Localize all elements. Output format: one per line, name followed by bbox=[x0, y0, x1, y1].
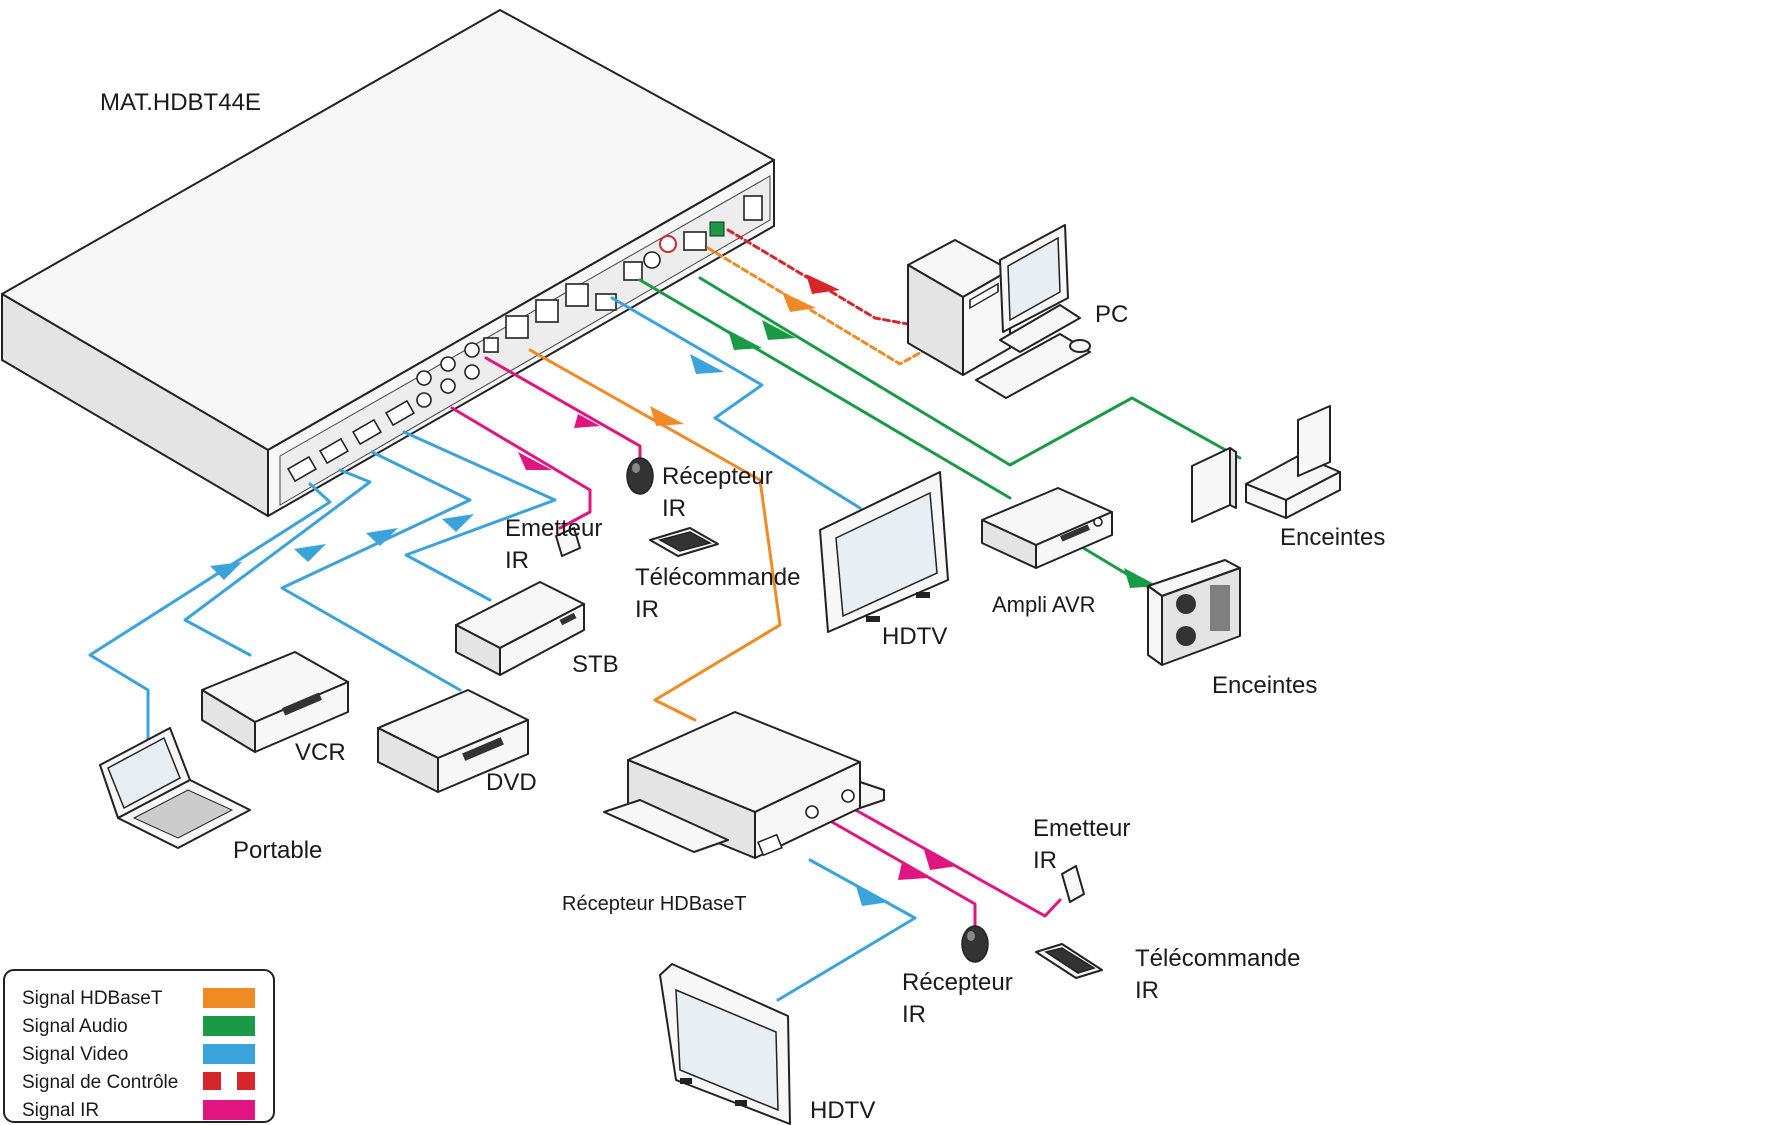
label-recepteur-ir-1: Récepteur bbox=[662, 463, 773, 490]
vcr bbox=[201, 651, 349, 753]
hdtv-2 bbox=[659, 963, 791, 1125]
telecommande-ir-1 bbox=[649, 527, 719, 557]
portable bbox=[99, 727, 251, 849]
wire-video-vcr bbox=[183, 468, 372, 657]
label-emetteur-ir-2-b: IR bbox=[1033, 847, 1057, 874]
wire-ir-emetteur-2 bbox=[850, 806, 1062, 918]
ampli-avr bbox=[981, 487, 1113, 569]
wires bbox=[88, 228, 1242, 1002]
label-telecommande-ir-1: Télécommande bbox=[635, 564, 800, 591]
label-recepteur-ir-1-b: IR bbox=[662, 495, 686, 522]
label-telecommande-ir-2: Télécommande bbox=[1135, 945, 1300, 972]
wire-ir-emetteur-1 bbox=[450, 406, 592, 530]
hdmi-input-ports bbox=[287, 399, 415, 483]
ir-jacks bbox=[416, 337, 499, 408]
wire-audio-enceintes bbox=[698, 276, 1242, 467]
label-recepteur-ir-2: Récepteur bbox=[902, 969, 1013, 996]
legend-label: Signal de Contrôle bbox=[22, 1072, 178, 1093]
label-emetteur-ir-1-b: IR bbox=[505, 547, 529, 574]
wire-video-hdtv-2 bbox=[776, 858, 917, 1002]
recepteur-hdbaset bbox=[603, 711, 885, 859]
enceintes-1 bbox=[1191, 405, 1341, 523]
label-dvd: DVD bbox=[486, 769, 537, 796]
arrow-ir-recepteur-2 bbox=[898, 862, 928, 880]
label-telecommande-ir-1-b: IR bbox=[635, 596, 659, 623]
legend-swatch bbox=[203, 988, 255, 1008]
label-ampli-avr: Ampli AVR bbox=[992, 592, 1096, 617]
label-pc: PC bbox=[1095, 301, 1128, 328]
legend-label: Signal Audio bbox=[22, 1016, 128, 1037]
label-stb: STB bbox=[572, 651, 619, 678]
legend-swatch bbox=[237, 1072, 255, 1090]
wire-audio-ampli bbox=[638, 278, 1012, 500]
ir-recepteur-1 bbox=[626, 457, 654, 495]
arrow-video-dvd bbox=[366, 528, 398, 546]
hdtv-1 bbox=[819, 471, 949, 633]
legend-label: Signal IR bbox=[22, 1100, 99, 1121]
arrow-video-hdtv-1 bbox=[690, 354, 724, 374]
arrow-ir-emetteur-2 bbox=[924, 850, 958, 870]
arrow-audio-ampli-enceintes bbox=[1124, 568, 1158, 588]
label-hdtv-1: HDTV bbox=[882, 623, 947, 650]
legend-swatch bbox=[203, 1100, 255, 1120]
label-enceintes-2: Enceintes bbox=[1212, 672, 1317, 699]
legend-swatch bbox=[203, 1072, 221, 1090]
label-enceintes-1: Enceintes bbox=[1280, 524, 1385, 551]
arrow-hdbaset bbox=[650, 406, 684, 426]
enceintes-2 bbox=[1147, 559, 1241, 666]
wire-control-orange bbox=[706, 246, 927, 366]
arrow-video-portable bbox=[210, 562, 242, 580]
matrix-switcher bbox=[1, 9, 775, 517]
arrow-video-stb bbox=[442, 514, 474, 532]
label-emetteur-ir-1: Emetteur bbox=[505, 515, 602, 542]
label-hdtv-2: HDTV bbox=[810, 1097, 875, 1124]
arrow-control-orange bbox=[782, 292, 816, 312]
telecommande-ir-2 bbox=[1035, 943, 1103, 979]
legend-swatch bbox=[203, 1016, 255, 1036]
dvd bbox=[377, 689, 529, 793]
ir-emetteur-2 bbox=[1061, 865, 1085, 903]
arrow-video-hdtv-2 bbox=[856, 886, 890, 906]
label-vcr: VCR bbox=[295, 739, 346, 766]
wire-hdbaset bbox=[528, 348, 782, 722]
legend-swatch bbox=[203, 1044, 255, 1064]
label-recepteur-ir-2-b: IR bbox=[902, 1001, 926, 1028]
legend-label: Signal HDBaseT bbox=[22, 988, 163, 1009]
rj45-ports bbox=[505, 283, 617, 339]
wire-video-stb bbox=[402, 430, 557, 602]
label-emetteur-ir-2: Emetteur bbox=[1033, 815, 1130, 842]
ir-recepteur-2 bbox=[961, 925, 989, 963]
arrow-control-red bbox=[806, 274, 840, 294]
pc bbox=[907, 224, 1091, 399]
wire-ir-recepteur-1 bbox=[484, 356, 642, 462]
arrow-video-vcr bbox=[294, 544, 326, 562]
wire-video-portable bbox=[88, 482, 332, 742]
legend-label: Signal Video bbox=[22, 1044, 128, 1065]
wire-video-dvd bbox=[280, 450, 472, 692]
audio-control-ports bbox=[623, 195, 763, 281]
arrow-audio-enceintes bbox=[762, 320, 796, 340]
wire-video-hdtv-1 bbox=[610, 296, 862, 510]
label-telecommande-ir-2-b: IR bbox=[1135, 977, 1159, 1004]
wire-ir-recepteur-2 bbox=[830, 820, 977, 932]
stb bbox=[455, 581, 585, 676]
arrow-ir-recepteur-1 bbox=[574, 414, 600, 428]
label-recepteur-hdbaset: Récepteur HDBaseT bbox=[562, 893, 747, 915]
device-title: MAT.HDBT44E bbox=[100, 89, 261, 116]
label-portable: Portable bbox=[233, 837, 322, 864]
ir-emetteur-1 bbox=[555, 527, 581, 557]
arrow-ir-emetteur-1 bbox=[518, 452, 552, 470]
arrow-audio-ampli bbox=[728, 330, 762, 350]
